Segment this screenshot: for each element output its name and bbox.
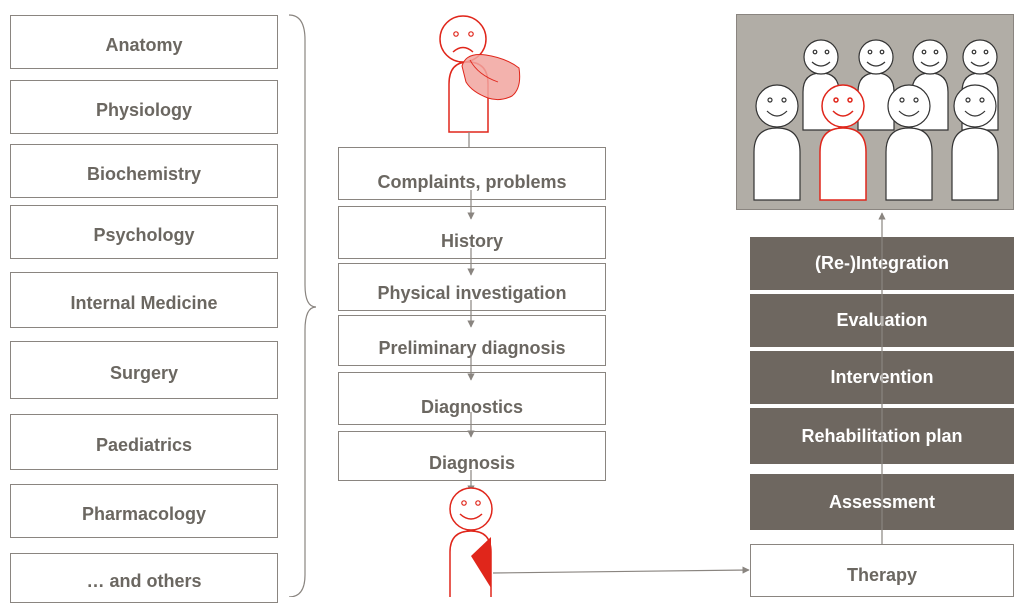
reintegrated-patient-icon (819, 84, 867, 201)
discipline-label: Surgery (109, 362, 179, 383)
discipline-label: Paediatrics (95, 434, 193, 455)
step-label: Preliminary diagnosis (378, 338, 566, 358)
person-icon (857, 39, 895, 131)
happy-patient-icon (449, 487, 493, 597)
person-icon (951, 84, 999, 201)
discipline-label: Physiology (95, 99, 193, 120)
discipline-label: Pharmacology (81, 503, 207, 524)
discipline-paediatrics: Paediatrics (10, 414, 278, 470)
discipline-label: Anatomy (105, 34, 183, 55)
discipline-label: Psychology (93, 224, 195, 245)
discipline-biochemistry: Biochemistry (10, 144, 278, 198)
person-icon (753, 84, 801, 201)
discipline-psychology: Psychology (10, 205, 278, 259)
discipline-physiology: Physiology (10, 80, 278, 134)
curly-brace (288, 14, 317, 597)
discipline-label: … and others (86, 570, 202, 591)
therapy-label: Therapy (846, 565, 918, 585)
step-label: Diagnosis (428, 453, 516, 473)
step-diagnosis: Diagnosis (338, 431, 606, 481)
sad-patient-icon (439, 15, 521, 133)
person-icon (885, 84, 933, 201)
step-complaints: Complaints, problems (338, 147, 606, 200)
step-label: Physical investigation (377, 283, 567, 303)
step-label: Diagnostics (420, 397, 524, 417)
discipline-others: … and others (10, 553, 278, 603)
discipline-internal-medicine: Internal Medicine (10, 272, 278, 328)
step-diagnostics: Diagnostics (338, 372, 606, 425)
discipline-label: Biochemistry (86, 163, 202, 184)
arrow-to-therapy (492, 566, 750, 574)
step-connectors (467, 132, 475, 493)
step-label: History (440, 231, 503, 251)
discipline-anatomy: Anatomy (10, 15, 278, 69)
discipline-label: Internal Medicine (70, 292, 218, 313)
step-physical-investigation: Physical investigation (338, 263, 606, 311)
discipline-pharmacology: Pharmacology (10, 484, 278, 538)
discipline-surgery: Surgery (10, 341, 278, 399)
step-label: Complaints, problems (377, 172, 567, 192)
therapy-box: Therapy (750, 544, 1014, 597)
